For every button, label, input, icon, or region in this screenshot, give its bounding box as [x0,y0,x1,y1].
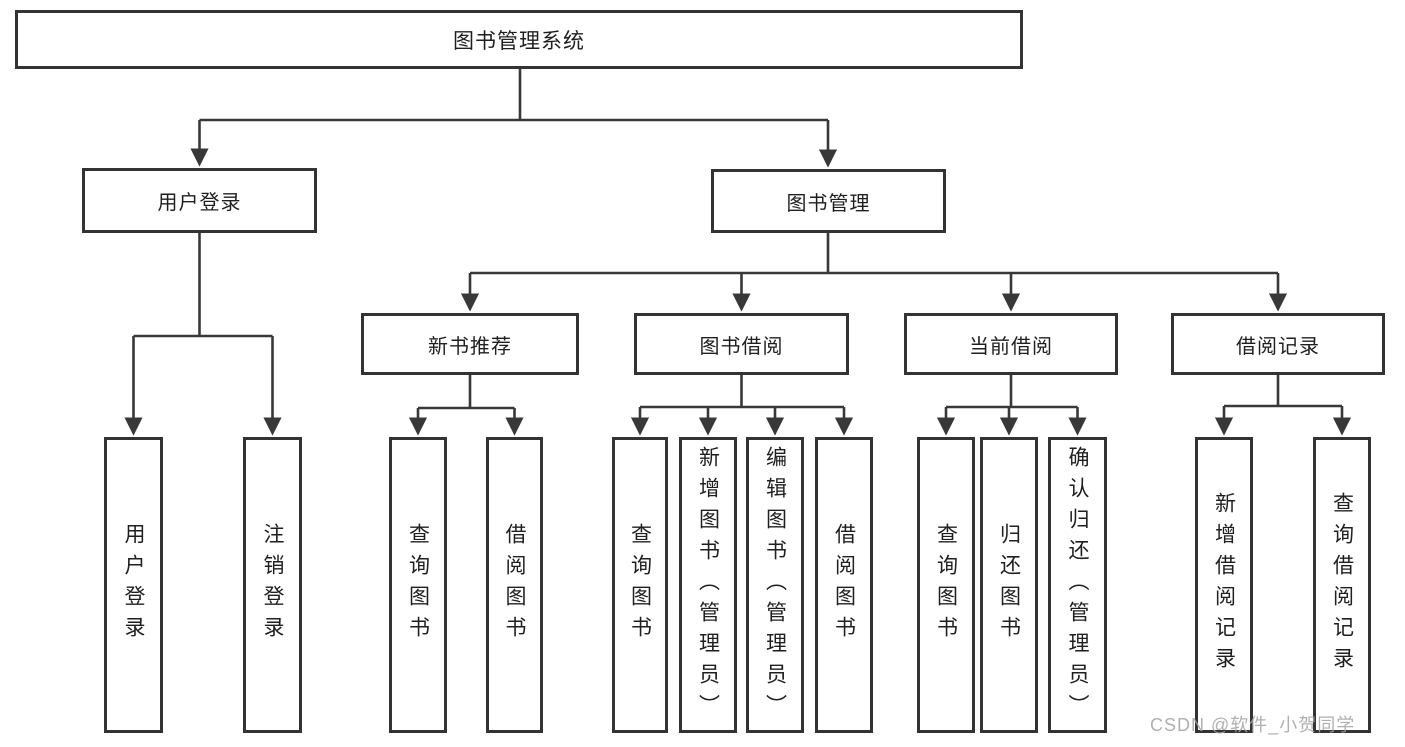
leaf-logout: 注销登录 [243,437,302,733]
node-label: 用户登录 [157,192,242,214]
connector-borrowing-records [1214,375,1352,436]
node-label: 借阅记录 [1236,335,1320,358]
node-book-borrowing: 图书借阅 [634,313,849,375]
connector-root [190,69,838,168]
node-label: 查询图书 [934,523,958,647]
node-label: 查询图书 [406,523,430,647]
node-new-book-recommend: 新书推荐 [361,313,579,375]
leaf-confirm-return-admin: 确认归还（管理员） [1048,437,1107,733]
leaf-query-books-current: 查询图书 [917,437,975,733]
node-label: 图书管理系统 [453,29,585,53]
leaf-borrow-books: 借阅图书 [815,437,873,733]
csdn-watermark: CSDN @软件_小贺同学 [1150,715,1356,735]
node-label: 新书推荐 [428,335,512,358]
node-label: 图书管理 [786,192,871,215]
leaf-return-book: 归还图书 [980,437,1038,733]
node-label: 当前借阅 [969,335,1053,358]
node-label: 确认归还（管理员） [1066,445,1089,725]
connector-new-book-recommend [408,375,524,436]
node-current-borrowing: 当前借阅 [904,313,1118,375]
connector-book-borrowing [630,375,854,436]
node-label: 图书借阅 [699,335,784,358]
node-label: 借阅图书 [503,523,526,647]
node-label: 用户登录 [122,523,145,647]
node-borrowing-records: 借阅记录 [1171,313,1385,375]
node-user-login: 用户登录 [82,168,317,233]
leaf-query-books-borrowing: 查询图书 [612,437,668,733]
node-library-management-system: 图书管理系统 [15,10,1023,69]
leaf-query-borrow-record: 查询借阅记录 [1313,437,1371,733]
leaf-borrow-books-recommend: 借阅图书 [486,437,543,733]
node-label: 归还图书 [997,523,1021,647]
connector-current-borrowing [936,375,1087,436]
node-label: 查询图书 [628,523,652,647]
leaf-add-book-admin: 新增图书（管理员） [679,437,737,733]
node-label: 编辑图书（管理员） [763,445,787,725]
node-label: 注销登录 [261,523,284,647]
node-label: 借阅图书 [832,523,856,647]
connector-book-management [460,232,1288,312]
leaf-user-login: 用户登录 [104,437,163,733]
node-book-management: 图书管理 [711,169,946,233]
connector-user-login [124,233,282,436]
leaf-query-books-recommend: 查询图书 [389,437,447,733]
leaf-edit-book-admin: 编辑图书（管理员） [746,437,804,733]
node-label: 新增借阅记录 [1212,492,1236,678]
node-label: 查询借阅记录 [1330,492,1354,678]
leaf-add-borrow-record: 新增借阅记录 [1195,437,1253,733]
node-label: 新增图书（管理员） [696,445,720,725]
